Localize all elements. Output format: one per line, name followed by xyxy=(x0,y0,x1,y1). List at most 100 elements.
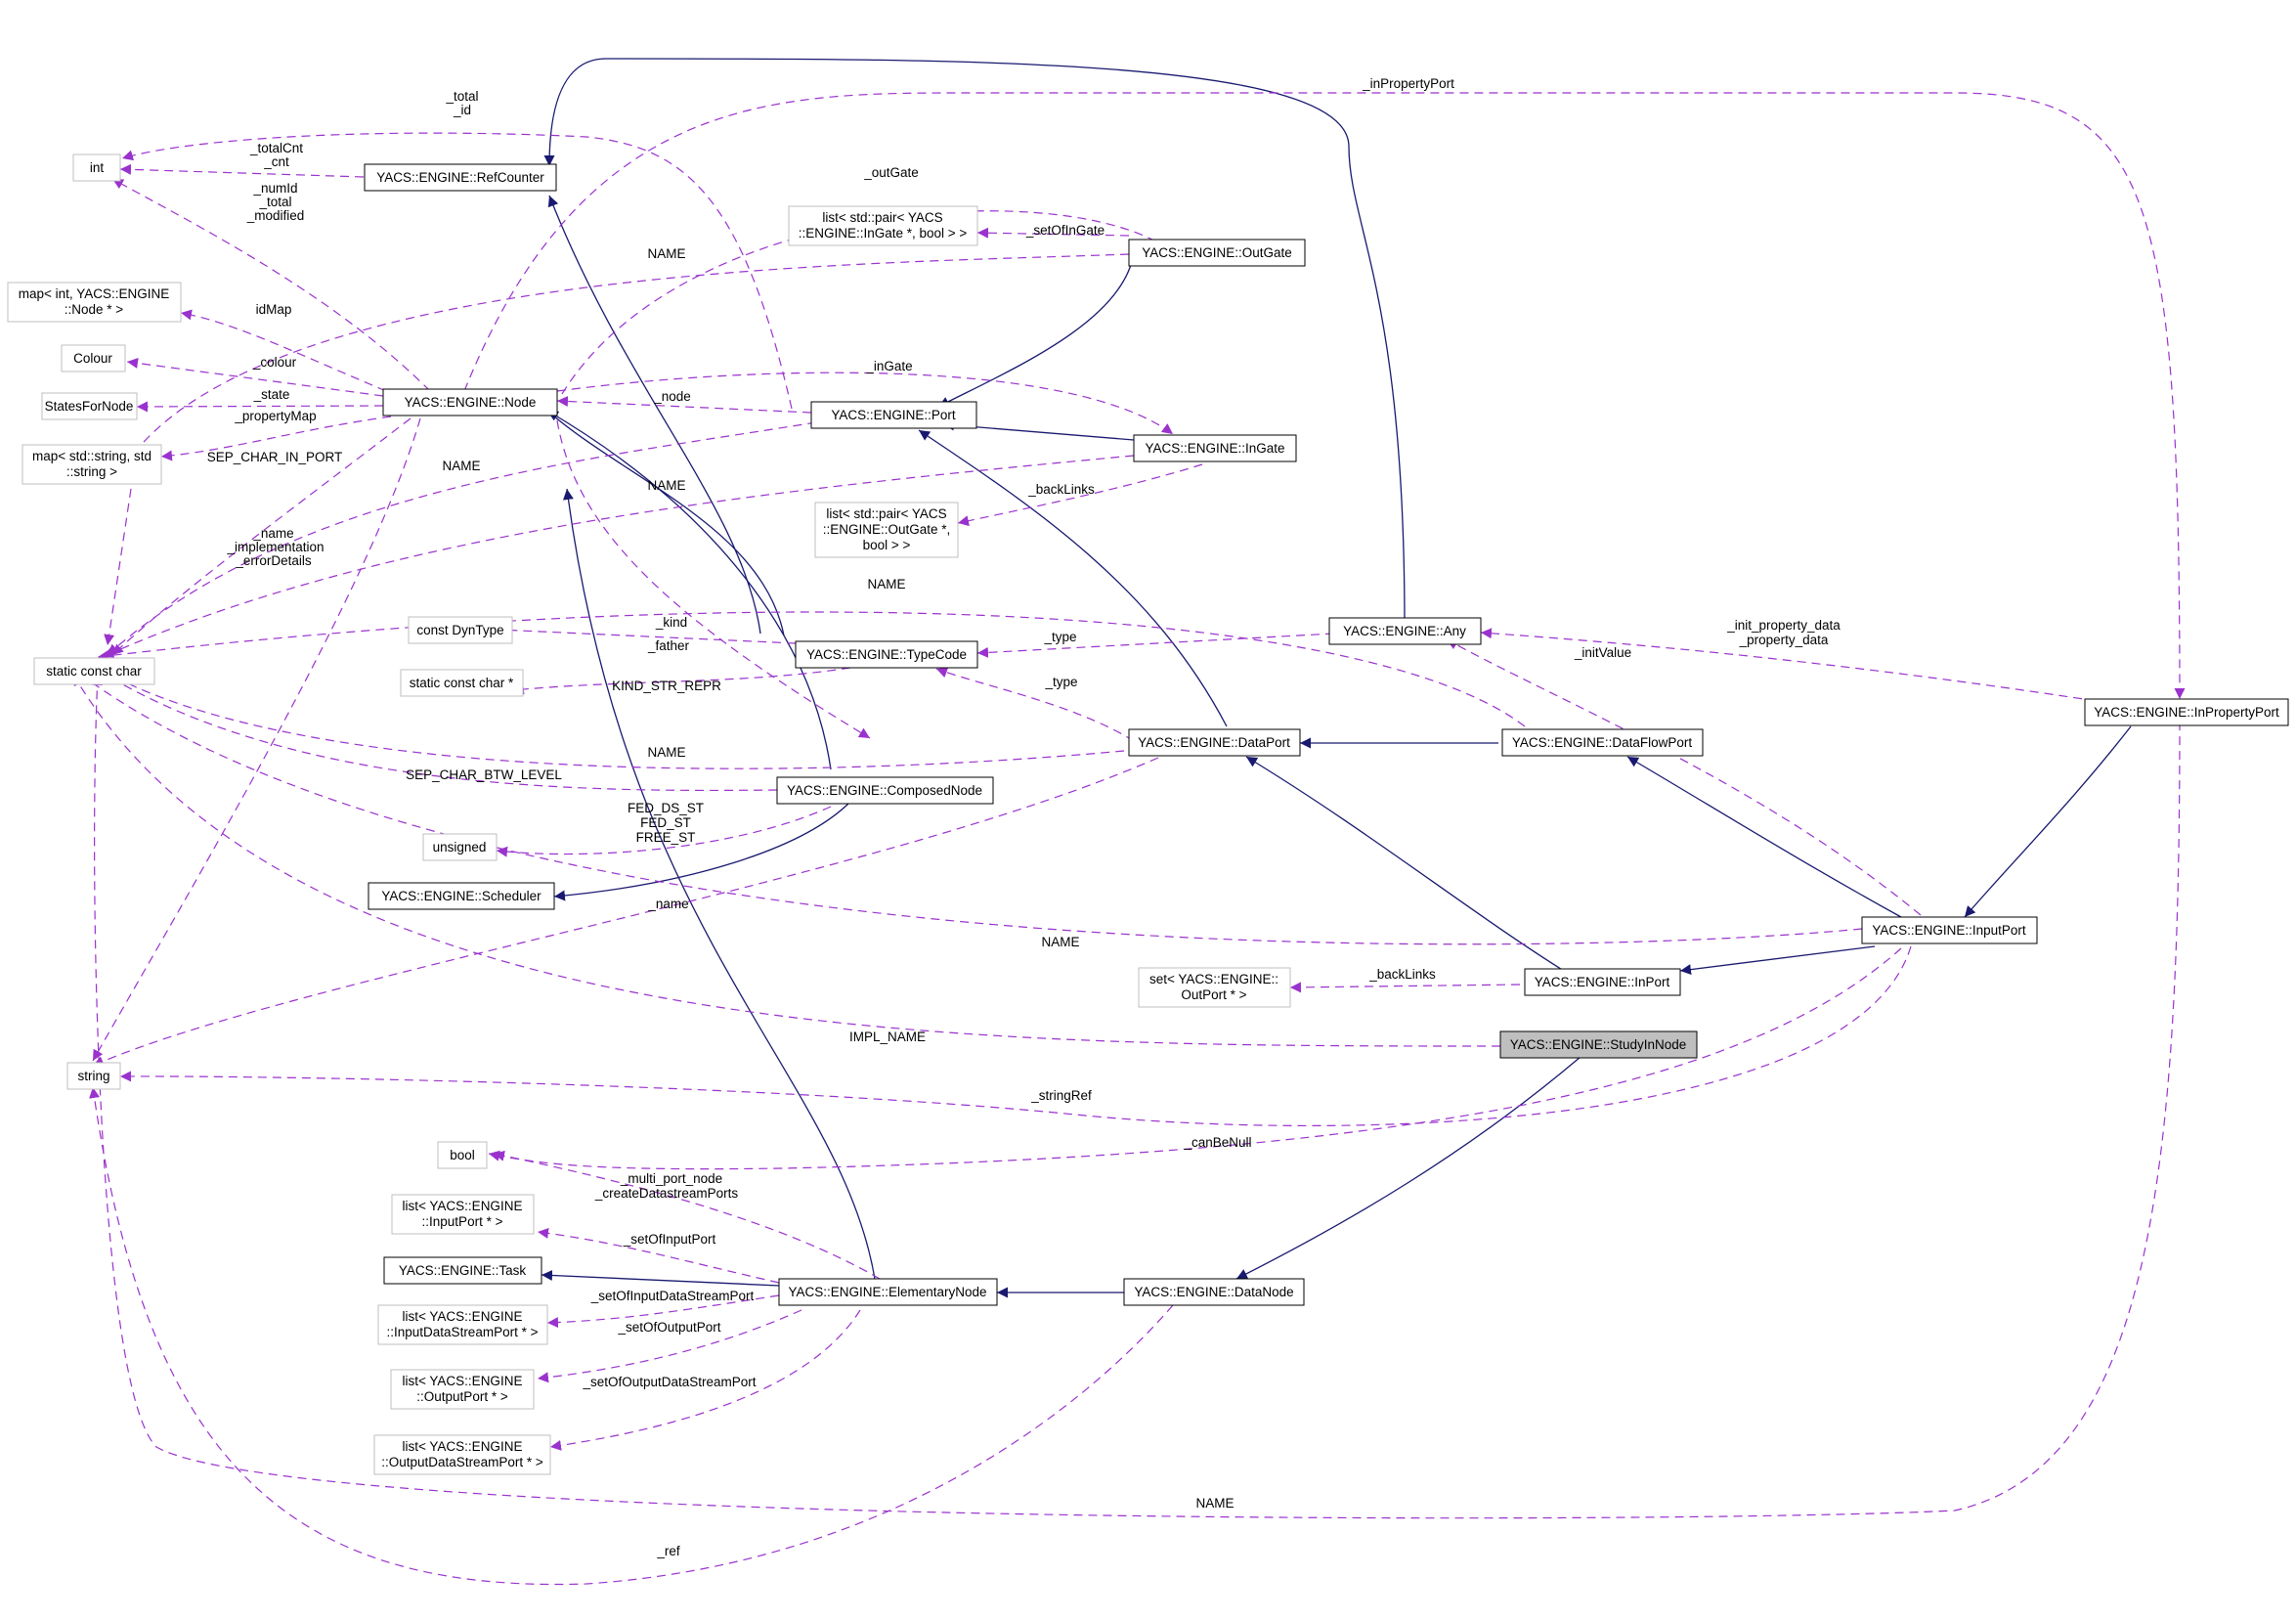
label-stringref: _stringRef xyxy=(1030,1088,1092,1103)
svg-text:::InputDataStreamPort * >: ::InputDataStreamPort * > xyxy=(387,1325,539,1339)
label-impl-name: IMPL_NAME xyxy=(849,1030,926,1044)
edge-port-to-refcounter-branch xyxy=(546,410,785,636)
edge-inport-setoutport xyxy=(1289,982,1521,993)
edge-port-int xyxy=(121,132,793,410)
node-typecode[interactable]: YACS::ENGINE::TypeCode xyxy=(795,640,978,669)
edge-node-map-int xyxy=(180,309,387,392)
svg-text:::InputPort * >: ::InputPort * > xyxy=(422,1214,503,1229)
svg-text:const DynType: const DynType xyxy=(416,623,503,637)
label-name-port: NAME xyxy=(442,459,480,473)
usage-edges xyxy=(72,92,2186,1586)
svg-text:YACS::ENGINE::Any: YACS::ENGINE::Any xyxy=(1343,624,1466,638)
edge-composednode-to-node xyxy=(546,410,832,770)
label-state: _state xyxy=(253,387,290,402)
node-refcounter[interactable]: YACS::ENGINE::RefCounter xyxy=(364,163,557,192)
node-inpropertyport[interactable]: YACS::ENGINE::InPropertyPort xyxy=(2084,698,2289,726)
label-idmap: idMap xyxy=(256,302,292,317)
label-setofingate: _setOfInGate xyxy=(1025,223,1105,238)
node-list-inputdatastreamport[interactable]: list< YACS::ENGINE ::InputDataStreamPort… xyxy=(377,1304,548,1345)
label-propertymap: _propertyMap xyxy=(234,409,316,423)
label-name-dataport: NAME xyxy=(647,745,685,760)
svg-text:::ENGINE::InGate *, bool > >: ::ENGINE::InGate *, bool > > xyxy=(799,226,968,241)
label-modified: _modified xyxy=(246,208,305,223)
node-states-for-node[interactable]: StatesForNode xyxy=(41,392,138,420)
node-list-pair-ingate[interactable]: list< std::pair< YACS ::ENGINE::InGate *… xyxy=(788,205,978,246)
svg-text:YACS::ENGINE::Port: YACS::ENGINE::Port xyxy=(831,408,956,422)
node-node[interactable]: YACS::ENGINE::Node xyxy=(382,388,558,416)
edge-node-staticconstchar xyxy=(111,417,412,656)
node-inputport[interactable]: YACS::ENGINE::InputPort xyxy=(1861,916,2038,944)
node-scheduler[interactable]: YACS::ENGINE::Scheduler xyxy=(368,882,555,910)
label-fed-ds-st: FED_DS_ST xyxy=(628,801,704,815)
label-name-bottom: NAME xyxy=(1195,1496,1234,1511)
edge-dataflowport-staticconstchar xyxy=(97,611,1526,727)
svg-text:YACS::ENGINE::DataPort: YACS::ENGINE::DataPort xyxy=(1138,735,1290,750)
node-static-const-char[interactable]: static const char xyxy=(33,657,155,685)
edge-node-string xyxy=(92,417,421,1062)
svg-text:YACS::ENGINE::ElementaryNode: YACS::ENGINE::ElementaryNode xyxy=(788,1285,986,1299)
edge-elementarynode-to-task xyxy=(541,1270,780,1287)
node-elementarynode[interactable]: YACS::ENGINE::ElementaryNode xyxy=(778,1278,998,1306)
node-task[interactable]: YACS::ENGINE::Task xyxy=(383,1256,542,1285)
edge-node-ingate xyxy=(556,372,1174,435)
node-list-outputport[interactable]: list< YACS::ENGINE ::OutputPort * > xyxy=(390,1369,535,1410)
edge-node-inpropertyport xyxy=(463,92,2186,700)
label-cnt: _cnt xyxy=(263,154,289,169)
label-fed-st: FED_ST xyxy=(640,815,691,830)
svg-text:string: string xyxy=(77,1069,109,1083)
svg-text:list< YACS::ENGINE: list< YACS::ENGINE xyxy=(403,1374,523,1388)
svg-text:YACS::ENGINE::InGate: YACS::ENGINE::InGate xyxy=(1145,441,1284,456)
label-initvalue: _initValue xyxy=(1574,645,1631,660)
svg-text:YACS::ENGINE::DataFlowPort: YACS::ENGINE::DataFlowPort xyxy=(1512,735,1693,750)
edge-ingate-list-outgate xyxy=(957,463,1203,527)
svg-text:int: int xyxy=(90,160,105,175)
node-port[interactable]: YACS::ENGINE::Port xyxy=(810,401,977,429)
label-type-any: _type xyxy=(1043,630,1076,644)
node-list-outputdatastreamport[interactable]: list< YACS::ENGINE ::OutputDataStreamPor… xyxy=(373,1434,551,1475)
node-dataflowport[interactable]: YACS::ENGINE::DataFlowPort xyxy=(1501,728,1704,757)
label-outgate: _outGate xyxy=(863,165,919,180)
edge-inpropertyport-to-inputport xyxy=(1964,725,2132,918)
label-setofinputdatastreamport: _setOfInputDataStreamPort xyxy=(590,1289,755,1303)
edge-composednode-staticconstchar xyxy=(97,669,778,792)
label-backlinks-ingate: _backLinks xyxy=(1027,482,1095,497)
node-ingate[interactable]: YACS::ENGINE::InGate xyxy=(1133,434,1297,462)
label-property-data: _property_data xyxy=(1739,633,1829,647)
node-map-string-string[interactable]: map< std::string, std ::string > xyxy=(22,444,162,485)
node-const-dyntype[interactable]: const DynType xyxy=(408,616,513,644)
label-name-dataflow: NAME xyxy=(867,577,905,591)
label-node: _node xyxy=(653,389,691,404)
label-name-inputport: NAME xyxy=(1041,935,1079,949)
label-setofinputport: _setOfInputPort xyxy=(623,1232,716,1247)
svg-text:OutPort * >: OutPort * > xyxy=(1181,987,1246,1002)
svg-text:::OutputPort * >: ::OutputPort * > xyxy=(416,1389,508,1404)
node-list-inputport[interactable]: list< YACS::ENGINE ::InputPort * > xyxy=(391,1194,535,1235)
node-unsigned[interactable]: unsigned xyxy=(422,833,498,861)
svg-text:StatesForNode: StatesForNode xyxy=(45,399,134,414)
edge-any-typecode xyxy=(976,633,1335,658)
node-static-const-char-ptr[interactable]: static const char * xyxy=(400,669,524,697)
node-string[interactable]: string xyxy=(66,1062,121,1090)
node-studyinnode[interactable]: YACS::ENGINE::StudyInNode xyxy=(1499,1030,1698,1059)
node-int[interactable]: int xyxy=(72,153,121,182)
label-totalcnt: _totalCnt xyxy=(249,141,303,155)
edge-inputport-to-dataflowport xyxy=(1626,756,1902,918)
node-colour[interactable]: Colour xyxy=(61,344,126,372)
node-dataport[interactable]: YACS::ENGINE::DataPort xyxy=(1128,728,1301,757)
node-datanode[interactable]: YACS::ENGINE::DataNode xyxy=(1123,1278,1305,1306)
node-composednode[interactable]: YACS::ENGINE::ComposedNode xyxy=(776,776,994,805)
svg-text:::ENGINE::OutGate *,: ::ENGINE::OutGate *, xyxy=(823,522,951,537)
node-any[interactable]: YACS::ENGINE::Any xyxy=(1328,617,1482,645)
label-createdatastreamports: _createDatastreamPorts xyxy=(594,1186,739,1201)
edge-typecode-staticconstcharptr xyxy=(512,667,851,695)
svg-text:bool: bool xyxy=(450,1148,475,1162)
node-set-outport[interactable]: set< YACS::ENGINE:: OutPort * > xyxy=(1138,967,1291,1008)
svg-text:YACS::ENGINE::InPort: YACS::ENGINE::InPort xyxy=(1535,975,1670,989)
node-map-int-node[interactable]: map< int, YACS::ENGINE ::Node * > xyxy=(7,282,182,323)
node-list-pair-outgate[interactable]: list< std::pair< YACS ::ENGINE::OutGate … xyxy=(814,502,959,558)
node-outgate[interactable]: YACS::ENGINE::OutGate xyxy=(1128,239,1306,267)
svg-text:YACS::ENGINE::Node: YACS::ENGINE::Node xyxy=(405,395,537,410)
node-inport[interactable]: YACS::ENGINE::InPort xyxy=(1524,968,1681,996)
edge-typecode-to-refcounter xyxy=(547,195,761,635)
node-bool[interactable]: bool xyxy=(437,1141,488,1169)
